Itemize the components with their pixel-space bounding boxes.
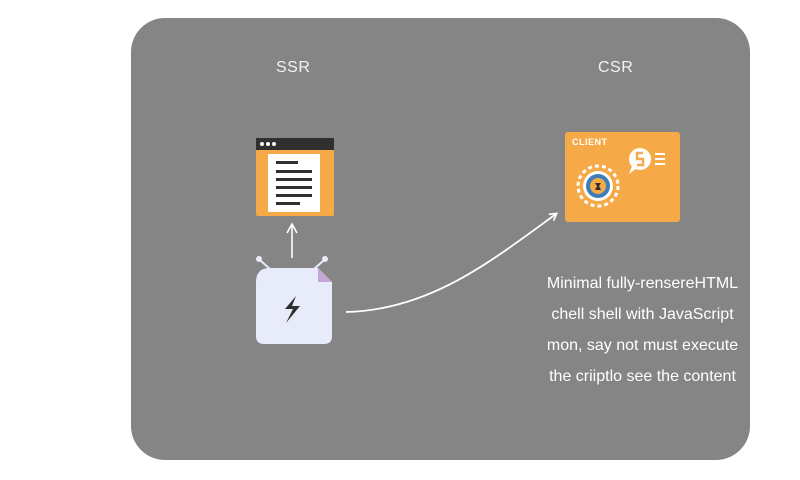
ssr-up-arrow bbox=[286, 222, 298, 258]
caption-line: Minimal fully-rensereHTML bbox=[546, 275, 739, 292]
ssr-to-csr-arrow bbox=[345, 212, 559, 313]
diagram-panel bbox=[131, 18, 750, 460]
server-lightning-icon bbox=[256, 256, 332, 344]
caption-line: the criiptlo see the content bbox=[549, 368, 736, 385]
client-label: CLIENT bbox=[572, 137, 608, 147]
caption-line: chell shell with JavaScript bbox=[551, 306, 734, 323]
speech-bubble-icon bbox=[629, 148, 665, 174]
browser-document-icon bbox=[256, 138, 334, 216]
csr-heading: CSR bbox=[598, 59, 634, 76]
ssr-heading: SSR bbox=[276, 59, 311, 76]
caption-line: mon, say not must execute bbox=[546, 337, 739, 354]
gear-icon bbox=[576, 164, 620, 208]
csr-caption: Minimal fully-rensereHTML chell shell wi… bbox=[530, 268, 755, 392]
